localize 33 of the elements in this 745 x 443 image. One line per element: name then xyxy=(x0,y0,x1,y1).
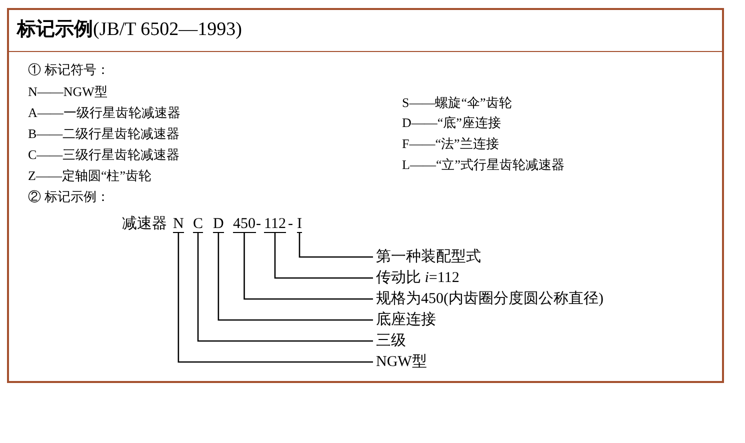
hyphen-text: - xyxy=(288,215,293,233)
leader-line xyxy=(218,233,373,321)
explanation-text: 三级 xyxy=(373,332,406,350)
hyphen-text: - xyxy=(256,215,261,233)
leader-line xyxy=(298,233,373,258)
code-segment: N xyxy=(173,216,184,233)
section-heading: ① 标记符号： xyxy=(28,62,110,78)
definition-text: Z——定轴圆“柱”齿轮 xyxy=(28,168,152,184)
explanation-text: 传动比 i=112 xyxy=(373,269,460,287)
leader-line xyxy=(178,233,373,363)
code-segment: I xyxy=(297,216,302,233)
explanation-text: 规格为450(内齿圈分度圆公称直径) xyxy=(373,290,604,308)
code-segment: D xyxy=(213,216,224,233)
code-segment: 450 xyxy=(233,216,256,233)
explanation-text: 底座连接 xyxy=(373,311,436,329)
section-heading: ② 标记示例： xyxy=(28,189,110,205)
definition-text: B——二级行星齿轮减速器 xyxy=(28,126,180,142)
code-segment: 112 xyxy=(264,216,286,233)
product-name-text: 减速器 xyxy=(122,215,167,233)
explanation-text: NGW型 xyxy=(373,353,427,371)
leader-line xyxy=(197,233,373,342)
definition-text: F——“法”兰连接 xyxy=(402,136,499,152)
leader-line xyxy=(274,233,373,279)
leader-line xyxy=(244,233,373,300)
definition-text: A——一级行星齿轮减速器 xyxy=(28,105,180,121)
definition-text: L——“立”式行星齿轮减速器 xyxy=(402,157,564,173)
definition-text: N——NGW型 xyxy=(28,84,108,100)
code-segment: C xyxy=(193,216,204,233)
definition-text: D——“底”座连接 xyxy=(402,115,501,131)
definition-text: S——螺旋“伞”齿轮 xyxy=(402,95,512,111)
explanation-text: 第一种装配型式 xyxy=(373,248,481,266)
definition-text: C——三级行星齿轮减速器 xyxy=(28,147,180,163)
diagram-title: 标记示例(JB/T 6502—1993) xyxy=(17,17,242,42)
